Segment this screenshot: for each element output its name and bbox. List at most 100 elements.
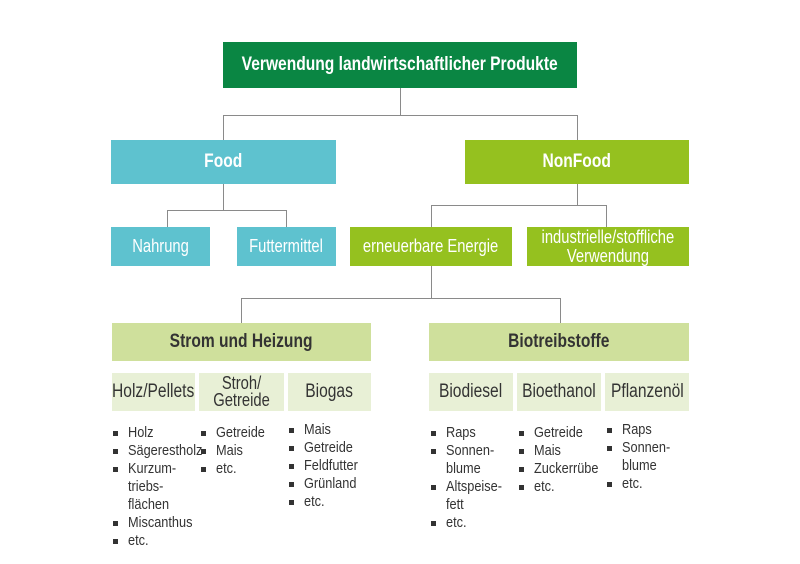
pflanzenoel-label: Pflanzenöl: [610, 381, 684, 403]
futtermittel-label: Futtermittel: [249, 236, 324, 257]
connector: [223, 115, 224, 140]
connector: [241, 298, 561, 299]
list-item: etc.: [110, 532, 216, 550]
list-item: Kurzum- triebs- flächen: [110, 460, 216, 514]
list-item: etc.: [286, 493, 367, 511]
pflanzenoel-node: Pflanzenöl: [605, 373, 689, 411]
connector: [606, 205, 607, 227]
list-item-text: Kurzum- triebs- flächen: [128, 460, 177, 513]
connector: [431, 205, 432, 227]
list-item: etc.: [604, 475, 679, 493]
list-item-text: Raps: [446, 424, 476, 441]
list-item-text: Miscanthus: [128, 514, 193, 531]
list-item: Mais: [286, 421, 367, 439]
list-item: Altspeise- fett: [428, 478, 512, 514]
list-item: etc.: [198, 460, 274, 478]
list-item: Raps: [604, 421, 679, 439]
connector: [560, 298, 561, 323]
connector: [431, 205, 607, 206]
holz-pellets-label: Holz/Pellets: [112, 381, 195, 403]
biogas-label: Biogas: [305, 381, 354, 403]
list-item: Sägerestholz: [110, 442, 216, 460]
futtermittel-node: Futtermittel: [237, 227, 336, 266]
list-item-text: etc.: [534, 478, 555, 495]
stroh-getreide-node: Stroh/ Getreide: [199, 373, 284, 411]
root-label: Verwendung landwirtschaftlicher Produkte: [242, 54, 559, 76]
list-item-text: Grünland: [304, 475, 357, 492]
list-item: etc.: [428, 514, 512, 532]
erneuerbare-energie-label: erneuerbare Energie: [363, 236, 499, 257]
biotreibstoffe-node: Biotreibstoffe: [429, 323, 689, 361]
connector: [241, 298, 242, 323]
list-item: Getreide: [286, 439, 367, 457]
connector: [167, 210, 168, 227]
bioethanol-node: Bioethanol: [517, 373, 601, 411]
connector: [223, 184, 224, 210]
list-item-text: Sonnen- blume: [446, 442, 495, 477]
connector: [577, 115, 578, 140]
list-item-text: Getreide: [304, 439, 353, 456]
list-item-text: Zuckerrübe: [534, 460, 599, 477]
list-item: Mais: [516, 442, 610, 460]
stroh-getreide-label: Stroh/ Getreide: [213, 372, 270, 410]
connector: [431, 266, 432, 298]
list-item-text: Mais: [304, 421, 331, 438]
list-item: Holz: [110, 424, 216, 442]
list-item: Sonnen- blume: [428, 442, 512, 478]
connector: [400, 88, 401, 115]
list-item-text: Holz: [128, 424, 154, 441]
biogas-node: Biogas: [288, 373, 371, 411]
list-item-text: etc.: [304, 493, 325, 510]
strom-heizung-node: Strom und Heizung: [112, 323, 371, 361]
list-item-text: Getreide: [216, 424, 265, 441]
list-item-text: Altspeise- fett: [446, 478, 502, 513]
list-item-text: Sägerestholz: [128, 442, 203, 459]
list-item-text: Getreide: [534, 424, 583, 441]
list-item: Miscanthus: [110, 514, 216, 532]
erneuerbare-energie-node: erneuerbare Energie: [350, 227, 512, 266]
bioethanol-label: Bioethanol: [522, 381, 596, 403]
list-item: etc.: [516, 478, 610, 496]
list-item: Getreide: [198, 424, 274, 442]
connector: [223, 115, 578, 116]
list-item-text: Mais: [216, 442, 243, 459]
nonfood-label: NonFood: [542, 151, 612, 173]
list-item-text: Mais: [534, 442, 561, 459]
list-item: Getreide: [516, 424, 610, 442]
connector: [286, 210, 287, 227]
biodiesel-label: Biodiesel: [439, 381, 503, 403]
nahrung-label: Nahrung: [132, 236, 189, 257]
list-item-text: etc.: [128, 532, 149, 549]
list-item: Grünland: [286, 475, 367, 493]
nonfood-node: NonFood: [465, 140, 689, 184]
list-item: Sonnen- blume: [604, 439, 679, 475]
list-item-text: etc.: [216, 460, 237, 477]
connector: [167, 210, 287, 211]
list-item: Feldfutter: [286, 457, 367, 475]
list-item-text: Feldfutter: [304, 457, 358, 474]
nahrung-node: Nahrung: [111, 227, 210, 266]
root-node: Verwendung landwirtschaftlicher Produkte: [223, 42, 577, 88]
list-item: Mais: [198, 442, 274, 460]
list-item-text: etc.: [622, 475, 643, 492]
holz-pellets-node: Holz/Pellets: [112, 373, 195, 411]
industrielle-verwendung-node: industrielle/stoffliche Verwendung: [527, 227, 689, 266]
connector: [577, 184, 578, 205]
food-node: Food: [111, 140, 336, 184]
list-item: Zuckerrübe: [516, 460, 610, 478]
biodiesel-node: Biodiesel: [429, 373, 513, 411]
biotreibstoffe-label: Biotreibstoffe: [508, 331, 610, 353]
industrielle-verwendung-label: industrielle/stoffliche Verwendung: [541, 226, 675, 266]
list-item-text: Raps: [622, 421, 652, 438]
strom-heizung-label: Strom und Heizung: [170, 331, 313, 353]
list-item-text: etc.: [446, 514, 467, 531]
list-item-text: Sonnen- blume: [622, 439, 671, 474]
list-item: Raps: [428, 424, 512, 442]
food-label: Food: [204, 151, 243, 173]
